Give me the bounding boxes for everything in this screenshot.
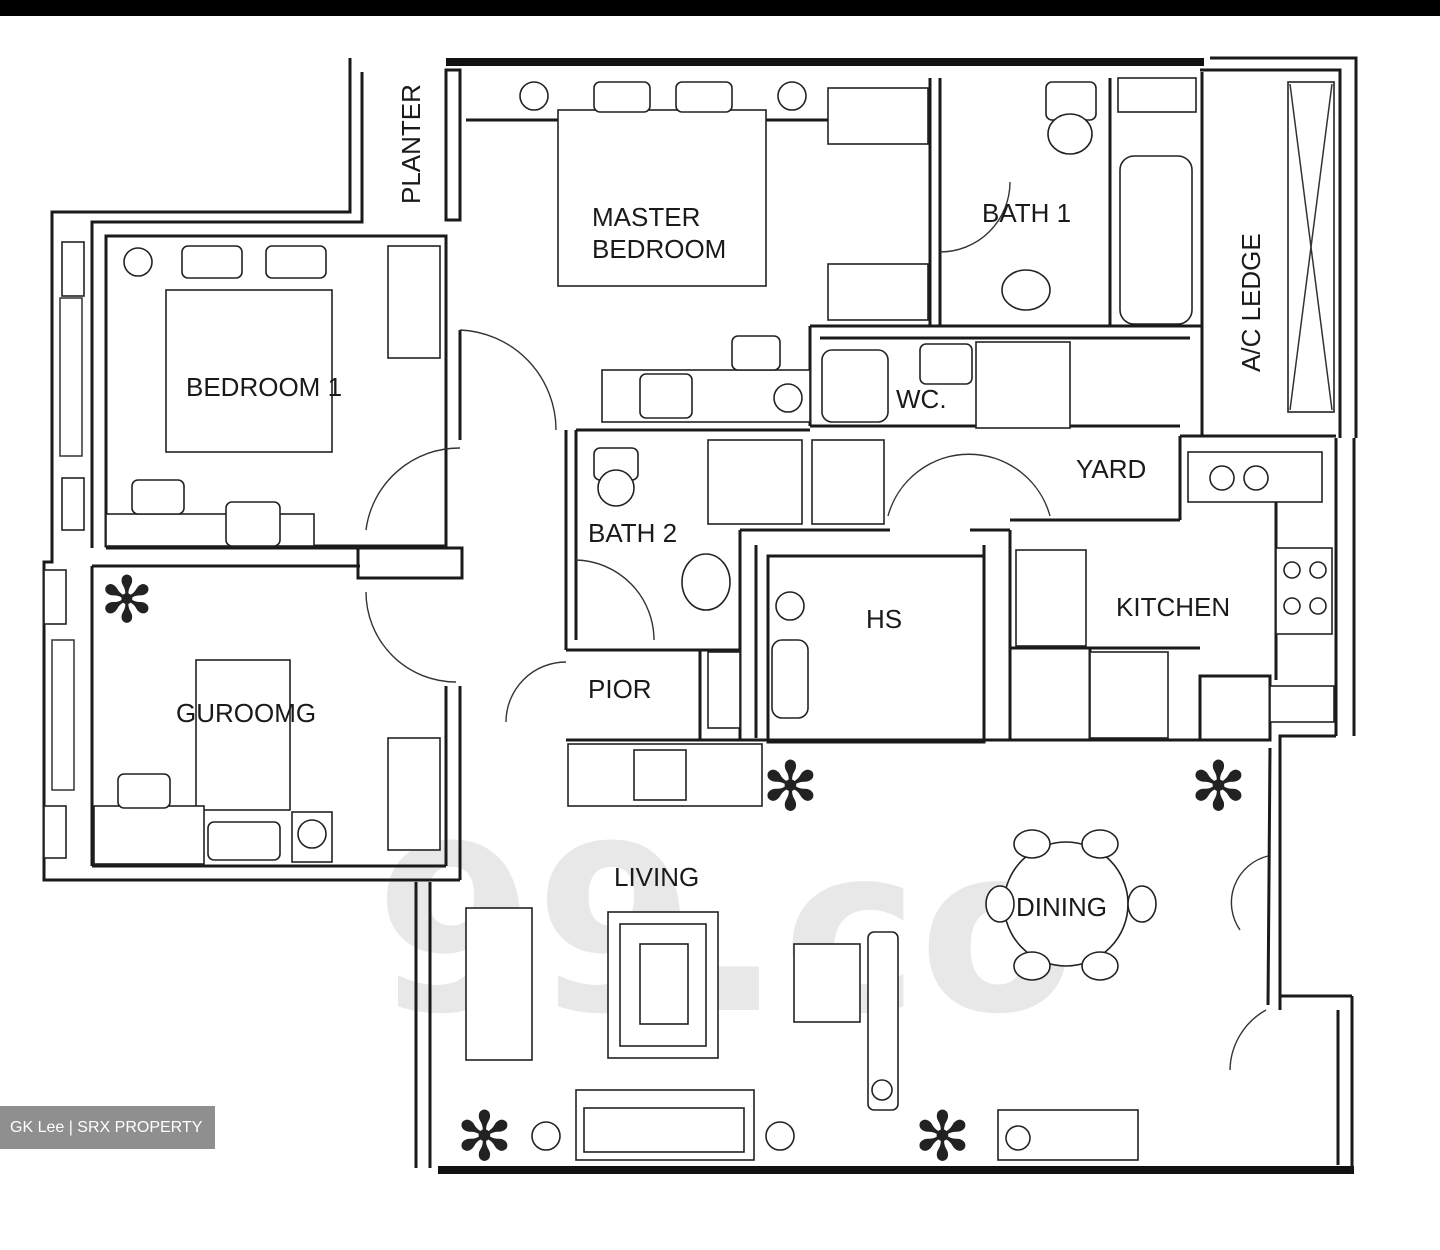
room-label-yard: YARD	[1076, 454, 1146, 484]
room-label-master-1: MASTER	[592, 202, 700, 232]
room-label-planter: PLANTER	[396, 84, 426, 204]
room-label-bedroom1: BEDROOM 1	[186, 372, 342, 402]
room-label-guroomag: GUROOMG	[176, 698, 316, 728]
furniture	[43, 77, 1335, 1161]
room-label-wc: WC.	[896, 384, 947, 414]
room-label-pior: PIOR	[588, 674, 652, 704]
room-label-kitchen: KITCHEN	[1116, 592, 1230, 622]
credit-badge: GK Lee | SRX PROPERTY	[0, 1106, 215, 1149]
room-label-hs: HS	[866, 604, 902, 634]
doors	[365, 181, 1269, 1071]
room-label-bath1: BATH 1	[982, 198, 1071, 228]
interior-walls	[90, 68, 1336, 880]
room-label-bath2: BATH 2	[588, 518, 677, 548]
plant-icons: ✻ ✻ ✻ ✻ ✻	[100, 564, 1247, 1177]
room-label-dining: DINING	[1016, 892, 1107, 922]
plant-icon: ✻	[1190, 748, 1247, 827]
plant-icon: ✻	[914, 1098, 971, 1177]
top-bar	[0, 0, 1440, 16]
plant-icon: ✻	[762, 748, 819, 827]
room-label-living: LIVING	[614, 862, 699, 892]
plant-icon: ✻	[100, 564, 154, 638]
plant-icon: ✻	[456, 1098, 513, 1177]
room-label-ac-ledge: A/C LEDGE	[1236, 233, 1266, 372]
room-label-master-2: BEDROOM	[592, 234, 726, 264]
outer-walls	[42, 56, 1358, 1174]
